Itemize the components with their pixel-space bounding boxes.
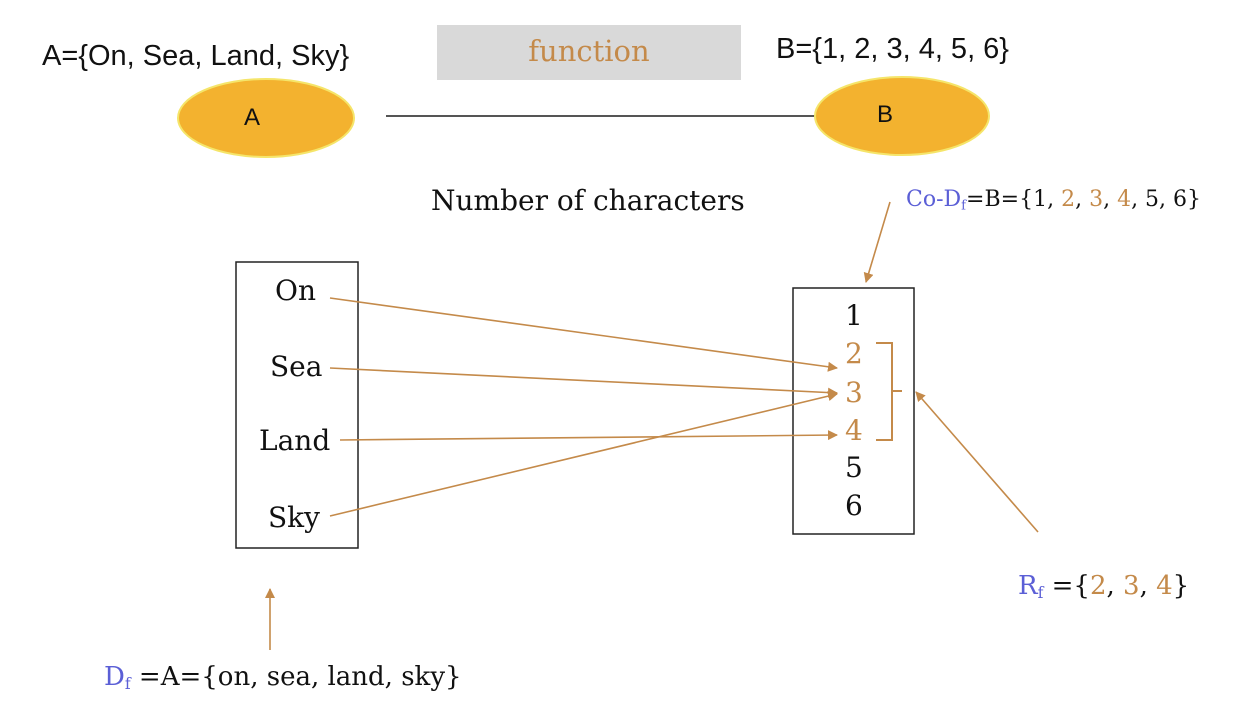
codomain-element-3: 3 (845, 376, 863, 409)
domain-label: Df =A={on, sea, land, sky} (104, 662, 462, 693)
codomain-element-1: 1 (845, 299, 863, 332)
domain-element-on: On (275, 274, 316, 307)
node-a-ellipse (177, 78, 355, 158)
range-pointer-arrow (915, 391, 1039, 533)
arrow-land-to-4 (339, 430, 838, 441)
codomain-element-2: 2 (845, 337, 863, 370)
node-a-label: A (244, 104, 260, 131)
domain-element-sky: Sky (268, 501, 320, 534)
node-b-label: B (877, 101, 893, 128)
arrow-sea-to-3 (329, 367, 838, 398)
domain-box (235, 261, 359, 549)
codomain-element-6: 6 (845, 489, 863, 522)
codomain-element-4: 4 (845, 414, 863, 447)
arrow-sky-to-3 (329, 391, 838, 517)
codomain-box (792, 287, 915, 535)
domain-element-land: Land (259, 424, 331, 457)
function-label: function (528, 34, 650, 68)
range-bracket (876, 342, 902, 441)
codomain-pointer-arrow (863, 201, 891, 283)
codomain-label: Co-Df=B={1, 2, 3, 4, 5, 6} (906, 187, 1202, 214)
node-b-ellipse (814, 76, 990, 156)
range-label: Rf ={2, 3, 4} (1018, 571, 1190, 602)
function-label-box (437, 25, 741, 80)
set-b-definition: B={1, 2, 3, 4, 5, 6} (776, 33, 1009, 65)
mapping-caption: Number of characters (431, 184, 745, 217)
arrow-on-to-2 (329, 297, 838, 372)
set-a-definition: A={On, Sea, Land, Sky} (42, 40, 350, 72)
domain-element-sea: Sea (270, 350, 323, 383)
codomain-element-5: 5 (845, 451, 863, 484)
